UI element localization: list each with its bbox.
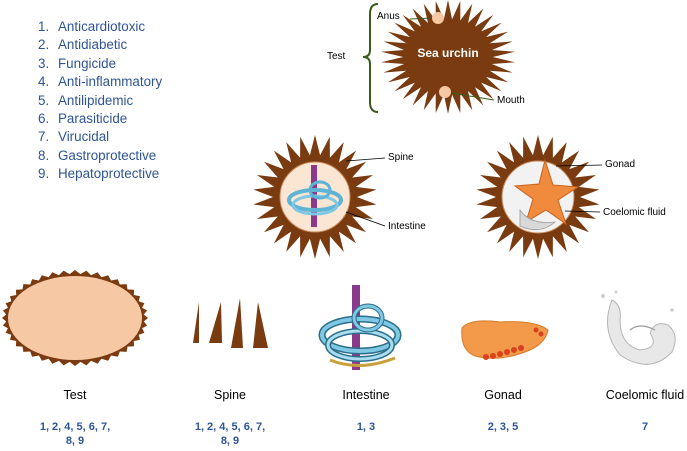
gonad-star-icon bbox=[513, 158, 580, 231]
activity-line: 1, 3 bbox=[356, 421, 376, 433]
anus-label: Anus bbox=[377, 11, 400, 22]
activity-line: 1, 2, 4, 5, 6, 7, bbox=[194, 421, 266, 433]
legend-item: 9.Hepatoprotective bbox=[38, 166, 160, 182]
test-bracket bbox=[362, 3, 379, 113]
activity-intestine: 1, 3 bbox=[311, 420, 421, 434]
mouth-pointer bbox=[450, 92, 495, 101]
spine-label: Spine bbox=[388, 152, 414, 163]
legend-item: 7.Virucidal bbox=[38, 129, 110, 145]
part-name-coelomic-fluid: Coelomic fluid bbox=[605, 388, 685, 402]
activity-line: 8, 9 bbox=[65, 435, 85, 447]
activity-line: 1, 2, 4, 5, 6, 7, bbox=[39, 421, 111, 433]
sea-urchin-icon bbox=[381, 0, 515, 114]
intestine-icon bbox=[287, 165, 343, 227]
part-name-test: Test bbox=[63, 388, 87, 402]
activity-line: 2, 3, 5 bbox=[487, 421, 519, 433]
legend-item: 3.Fungicide bbox=[38, 55, 117, 71]
gonad-icon bbox=[461, 320, 549, 360]
legend-item: 8.Gastroprotective bbox=[38, 147, 157, 163]
sea-urchin-title: Sea urchin bbox=[417, 46, 479, 60]
legend-item: 6.Parasiticide bbox=[38, 111, 128, 127]
intestine-pointer bbox=[345, 211, 386, 227]
anus-pointer bbox=[409, 17, 433, 20]
coelomic-fluid-label: Coelomic fluid bbox=[603, 207, 666, 218]
mouth-dot bbox=[439, 86, 451, 98]
activity-spine: 1, 2, 4, 5, 6, 7, 8, 9 bbox=[175, 420, 285, 448]
anus-dot bbox=[432, 12, 444, 24]
gonad-label: Gonad bbox=[605, 159, 636, 170]
gonad-pointer bbox=[555, 164, 603, 167]
spine-icon bbox=[193, 298, 268, 348]
activity-legend: 1.Anticardiotoxic 2.Antidiabetic 3.Fungi… bbox=[38, 18, 162, 184]
part-name-intestine: Intestine bbox=[342, 388, 390, 402]
test-label: Test bbox=[327, 51, 346, 62]
activity-line: 8, 9 bbox=[220, 435, 240, 447]
mouth-label: Mouth bbox=[497, 95, 525, 106]
fluid-splash-icon bbox=[601, 290, 676, 365]
intestine-label: Intestine bbox=[388, 221, 426, 232]
legend-item: 2.Antidiabetic bbox=[38, 37, 128, 53]
part-name-gonad: Gonad bbox=[484, 388, 522, 402]
test-shell-fill bbox=[8, 276, 142, 360]
intestine-icon bbox=[318, 285, 402, 370]
legend-item: 1.Anticardiotoxic bbox=[38, 19, 146, 34]
coelomic-pointer bbox=[564, 210, 601, 213]
activity-gonad: 2, 3, 5 bbox=[448, 420, 558, 434]
activity-test: 1, 2, 4, 5, 6, 7, 8, 9 bbox=[20, 420, 130, 448]
legend-item: 5.Antilipidemic bbox=[38, 92, 134, 108]
activity-coelomic-fluid: 7 bbox=[590, 420, 687, 434]
part-name-spine: Spine bbox=[214, 388, 246, 402]
activity-line: 7 bbox=[641, 421, 649, 433]
spine-pointer bbox=[345, 157, 386, 162]
legend-item: 4.Anti-inflammatory bbox=[38, 74, 163, 90]
